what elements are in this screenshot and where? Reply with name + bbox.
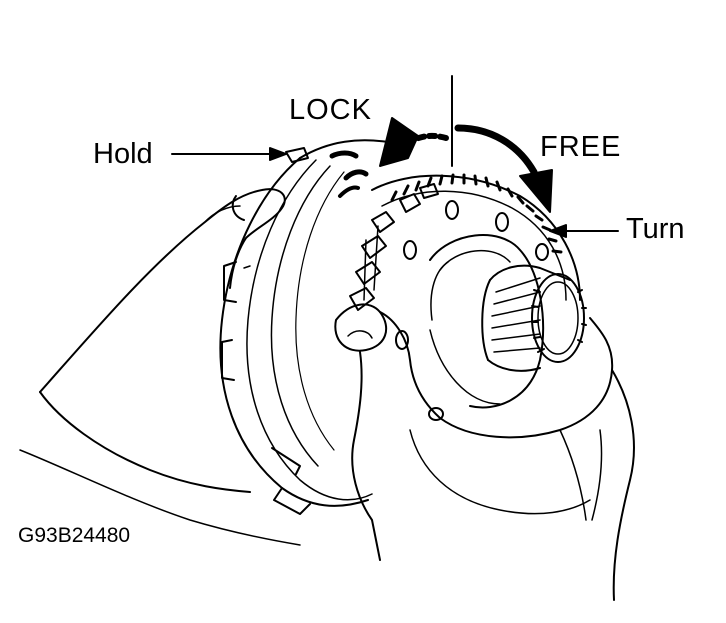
- clutch-plate-stack: [349, 183, 439, 311]
- figure-code: G93B24480: [18, 524, 131, 547]
- splined-output-shaft: [481, 264, 587, 372]
- hold-leader-arrow: [171, 147, 287, 161]
- lock-direction-arrow: [379, 117, 449, 167]
- hold-label: Hold: [93, 138, 153, 170]
- outer-clutch-drum: [219, 139, 389, 515]
- drum-tab: [285, 147, 309, 163]
- free-direction-arrow: [454, 124, 553, 213]
- turn-leader-arrow: [549, 224, 619, 238]
- left-hand: [19, 188, 301, 546]
- turn-label: Turn: [626, 213, 685, 245]
- right-hand: [334, 303, 635, 601]
- free-label: FREE: [540, 131, 622, 163]
- splined-hub: [371, 173, 581, 421]
- lock-label: LOCK: [289, 94, 372, 126]
